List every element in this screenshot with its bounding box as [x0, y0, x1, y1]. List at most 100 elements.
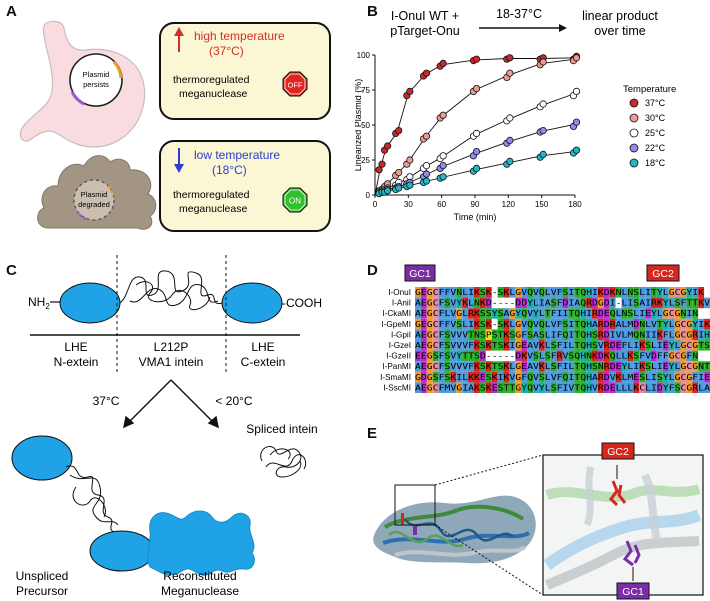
- residue-cell: [544, 287, 551, 298]
- sequence-name: I-GzeII: [386, 352, 411, 361]
- residue-cell: [674, 350, 681, 362]
- residue-cell: [444, 340, 451, 351]
- residue-cell: [438, 382, 445, 393]
- residue-cell: [503, 361, 510, 372]
- residue-cell: [580, 318, 587, 330]
- residue-cell: [485, 361, 492, 372]
- residue-cell: [527, 308, 533, 319]
- data-point: [472, 85, 481, 93]
- residue-cell: [485, 308, 492, 319]
- residue-cell: [597, 382, 604, 393]
- residue-cell: [580, 350, 587, 362]
- residue-cell: [704, 340, 710, 351]
- residue-cell: [609, 318, 616, 330]
- residue-cell: [521, 350, 528, 362]
- residue-cell: [503, 382, 510, 393]
- panel-letter-e: E: [367, 425, 378, 442]
- residue-cell: [680, 318, 687, 330]
- spliced-intein-coil: [260, 446, 306, 478]
- residue-cell: [698, 297, 705, 309]
- residue-cell: [615, 329, 622, 340]
- residue-cell: [497, 329, 504, 340]
- residue-cell: [597, 371, 604, 383]
- residue-cell: [574, 318, 581, 330]
- residue-cell: [680, 382, 687, 393]
- residue-cell: [615, 350, 622, 362]
- zoom-panel: [542, 454, 704, 596]
- residue-cell: [680, 297, 687, 309]
- residue-cell: [538, 340, 545, 351]
- data-point: [572, 87, 581, 96]
- residue-cell: [474, 287, 480, 298]
- residue-cell: [615, 340, 622, 351]
- residue-cell: [527, 340, 533, 351]
- residue-cell: [462, 340, 469, 351]
- y-tick-label: 0: [366, 191, 371, 200]
- sequence-text: AEGCFMVGIAKSKESTTGYQVYLSFIVTQHVRDELLLKCL…: [415, 382, 710, 392]
- high-temp-box: [159, 22, 331, 120]
- residue-cell: [420, 361, 427, 372]
- residue-cell: [456, 340, 463, 351]
- residue-cell: [527, 329, 533, 340]
- residue-cell: [491, 308, 498, 319]
- residue-cell: [603, 287, 610, 298]
- residue-cell: [562, 329, 569, 340]
- residue-cell: [656, 350, 663, 362]
- legend-title: Temperature: [623, 84, 676, 95]
- residue-cell: [651, 318, 657, 330]
- y-tick-label: 100: [357, 51, 371, 60]
- residue-cell: [509, 308, 516, 319]
- residue-cell: [474, 329, 480, 340]
- residue-cell: [603, 382, 610, 393]
- residue-cell: [645, 329, 651, 340]
- residue-cell: [550, 361, 557, 372]
- sequence-text: GEGCFFVNLIKSK-SKLGVQVQLVFSITQHIKDKNLNSLI…: [415, 287, 704, 297]
- residue-cell: [645, 371, 651, 383]
- data-point: [439, 59, 447, 68]
- x-tick-label: 90: [471, 200, 480, 209]
- residue-cell: [704, 297, 710, 309]
- condition-right-label: < 20°C: [215, 394, 252, 408]
- residue-cell: [503, 287, 510, 298]
- residue-cell: [538, 308, 545, 319]
- residue-cell: [474, 297, 480, 309]
- residue-cell: [621, 350, 628, 362]
- residue-cell: [662, 318, 669, 330]
- residue-cell: [592, 308, 598, 319]
- residue-cell: [651, 308, 657, 319]
- residue-cell: [550, 318, 557, 330]
- residue-cell: [432, 329, 439, 340]
- residue-cell: [627, 287, 634, 298]
- residue-cell: [438, 287, 445, 298]
- residue-cell: [621, 329, 628, 340]
- residue-cell: [444, 297, 451, 309]
- residue-cell: [538, 371, 545, 383]
- residue-cell: [562, 361, 569, 372]
- residue-cell: [550, 350, 557, 362]
- legend-label: 30°C: [645, 113, 666, 123]
- residue-cell: [597, 297, 604, 309]
- residue-cell: [674, 329, 681, 340]
- residue-cell: [479, 287, 486, 298]
- residue-cell: [668, 329, 675, 340]
- condition-left-label: 37°C: [93, 394, 120, 408]
- data-point: [472, 55, 481, 63]
- residue-cell: [527, 361, 533, 372]
- residue-cell: [550, 371, 557, 383]
- residue-cell: [533, 318, 539, 330]
- residue-cell: [698, 329, 705, 340]
- residue-cell: [656, 297, 663, 309]
- residue-cell: [438, 297, 445, 309]
- residue-cell: [420, 340, 427, 351]
- residue-cell: [556, 350, 563, 362]
- residue-cell: [479, 371, 486, 383]
- residue-cell: [497, 340, 504, 351]
- residue-cell: [497, 382, 504, 393]
- residue-cell: [662, 287, 669, 298]
- residue-cell: [627, 329, 634, 340]
- unspliced-c-blob: [89, 530, 155, 572]
- residue-cell: [633, 350, 640, 362]
- residue-cell: [680, 350, 687, 362]
- residue-cell: [698, 287, 705, 298]
- residue-cell: [521, 308, 528, 319]
